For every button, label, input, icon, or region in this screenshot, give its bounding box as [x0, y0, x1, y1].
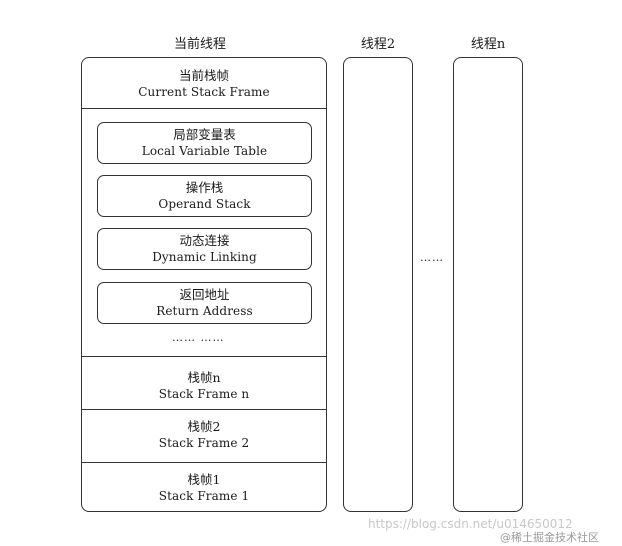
current-thread-stack: 当前栈帧 Current Stack Frame 局部变量表 Local Var… — [81, 57, 327, 512]
current-thread-title: 当前线程 — [173, 37, 226, 52]
return-address-en: Return Address — [156, 304, 253, 318]
divider-frame-n — [82, 356, 326, 357]
dynamic-linking-box: 动态连接 Dynamic Linking — [97, 228, 312, 270]
divider-frame-1 — [82, 462, 326, 463]
stack-frame-2-en: Stack Frame 2 — [158, 436, 250, 450]
local-variable-table-en: Local Variable Table — [141, 144, 268, 158]
current-stack-frame-zh: 当前栈帧 — [178, 68, 229, 83]
current-stack-frame: 当前栈帧 Current Stack Frame — [82, 67, 326, 100]
threadn-stack — [453, 57, 523, 512]
watermark-url: https://blog.csdn.net/u014650012 — [368, 517, 573, 531]
thread2-title: 线程2 — [360, 37, 396, 52]
watermark-site: @稀土掘金技术社区 — [500, 531, 599, 544]
stack-frame-2-zh: 栈帧2 — [187, 419, 221, 434]
divider-frame-2 — [82, 409, 326, 410]
stack-frame-n-en: Stack Frame n — [158, 387, 250, 401]
operand-stack-zh: 操作栈 — [185, 180, 224, 195]
stack-frame-n: 栈帧n Stack Frame n — [82, 369, 326, 402]
stack-frame-2: 栈帧2 Stack Frame 2 — [82, 418, 326, 451]
dynamic-linking-zh: 动态连接 — [179, 233, 230, 248]
threadn-title: 线程n — [470, 37, 506, 52]
inner-ellipsis: …… …… — [172, 331, 225, 344]
return-address-zh: 返回地址 — [179, 287, 230, 302]
current-stack-frame-en: Current Stack Frame — [138, 85, 270, 99]
stack-frame-1-en: Stack Frame 1 — [158, 489, 250, 503]
divider-current-frame — [82, 108, 326, 109]
dynamic-linking-en: Dynamic Linking — [152, 250, 257, 264]
stack-frame-1-zh: 栈帧1 — [187, 472, 221, 487]
stack-frame-n-zh: 栈帧n — [187, 370, 221, 385]
stack-frame-1: 栈帧1 Stack Frame 1 — [82, 471, 326, 504]
local-variable-table-zh: 局部变量表 — [173, 127, 236, 142]
return-address-box: 返回地址 Return Address — [97, 282, 312, 324]
operand-stack-en: Operand Stack — [158, 197, 251, 211]
thread2-stack — [343, 57, 413, 512]
local-variable-table-box: 局部变量表 Local Variable Table — [97, 122, 312, 164]
operand-stack-box: 操作栈 Operand Stack — [97, 175, 312, 217]
threads-ellipsis: …… — [420, 251, 444, 264]
